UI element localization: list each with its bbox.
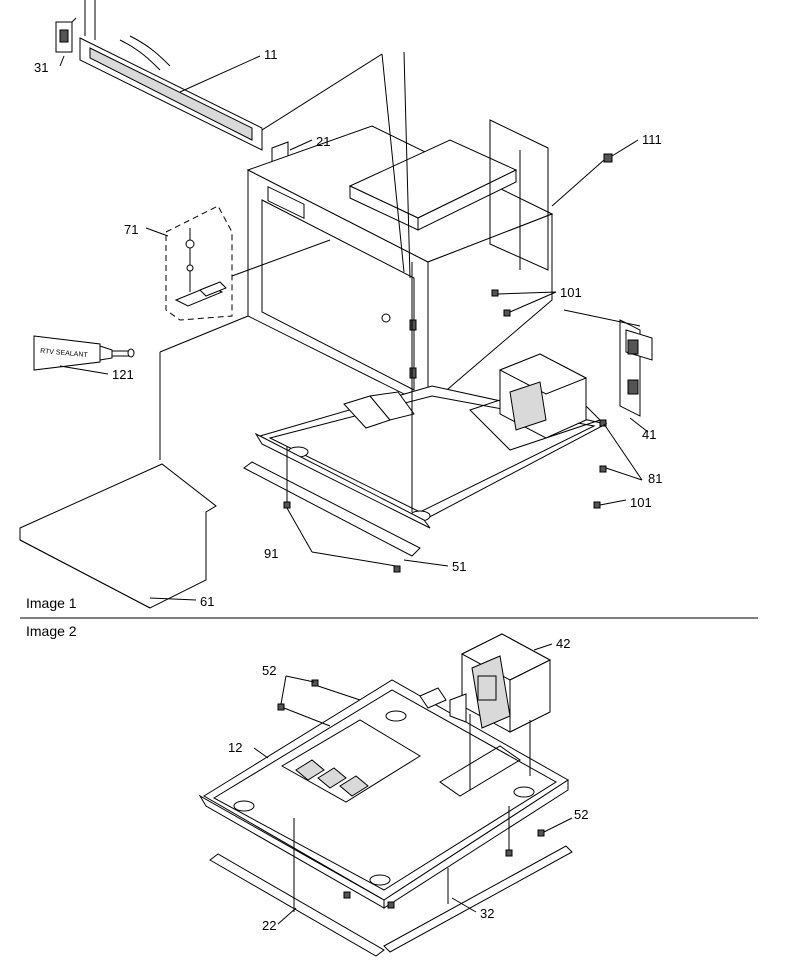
part-81-screw <box>599 465 607 473</box>
part-91-screw <box>283 501 291 509</box>
leader-91 <box>286 507 313 553</box>
part-32-side-strip <box>383 845 573 953</box>
leader-71 <box>145 227 169 237</box>
callout-12: 12 <box>228 740 243 755</box>
part-71-switch-assembly <box>165 205 233 321</box>
base-plate-assembly <box>254 353 608 529</box>
leader-61 <box>149 597 197 601</box>
part-51-front-strip <box>243 461 421 557</box>
part-121-sealant-tube <box>33 335 135 371</box>
guide-line <box>159 315 249 353</box>
guide-line <box>283 707 331 727</box>
leader-81 <box>605 467 643 481</box>
callout-81: 81 <box>648 471 663 486</box>
guide-line <box>261 53 383 131</box>
leader-121 <box>59 365 109 375</box>
callout-41: 41 <box>642 427 657 442</box>
callout-101-upper: 101 <box>560 285 582 300</box>
leader-32 <box>451 897 477 913</box>
guide-line <box>551 159 605 207</box>
leader-91 <box>311 551 397 567</box>
callout-111: 111 <box>642 132 662 147</box>
leader-21 <box>289 139 313 151</box>
part-12-base-plate <box>198 679 569 909</box>
part-31-bracket <box>55 17 77 53</box>
image-2-drawing <box>198 633 573 957</box>
part-41-interlock-bracket <box>619 319 653 417</box>
callout-71: 71 <box>124 222 139 237</box>
guide-line <box>403 51 411 279</box>
leader-41 <box>629 417 649 433</box>
callout-61: 61 <box>200 594 215 609</box>
leader-42 <box>533 643 553 651</box>
leader-22 <box>277 907 297 925</box>
callout-121: 121 <box>112 367 134 382</box>
leader-11 <box>179 55 261 93</box>
leader-52 <box>543 817 573 833</box>
leader-52 <box>285 675 315 683</box>
leader-101 <box>599 499 627 506</box>
part-52-screw <box>537 829 545 837</box>
callout-51: 51 <box>452 559 467 574</box>
part-52-screw <box>277 703 285 711</box>
leader-101 <box>497 291 557 295</box>
part-52-screw <box>311 679 319 687</box>
image-1-drawing <box>19 0 653 609</box>
image-2-title: Image 2 <box>26 623 77 639</box>
part-81-screw <box>599 419 607 427</box>
leader-111 <box>611 139 639 157</box>
leader-31 <box>59 55 65 67</box>
guide-line <box>563 309 641 327</box>
part-61-mat <box>19 463 217 609</box>
part-11-control-panel <box>79 0 263 151</box>
leader-52 <box>280 675 287 705</box>
callout-22: 22 <box>262 918 277 933</box>
image-1-title: Image 1 <box>26 595 77 611</box>
part-101-screw <box>593 501 601 509</box>
callout-42: 42 <box>556 636 571 651</box>
part-22-front-strip <box>209 853 385 957</box>
part-42-transformer <box>449 633 552 733</box>
guide-line <box>231 239 331 277</box>
callout-101-lower: 101 <box>630 495 652 510</box>
callout-52-lower: 52 <box>574 807 589 822</box>
leader-101 <box>509 291 557 313</box>
part-111-screw <box>603 153 613 163</box>
callout-31: 31 <box>34 60 49 75</box>
part-91-screw <box>393 565 401 573</box>
guide-line <box>381 53 405 273</box>
leader-51 <box>403 559 449 567</box>
callout-11: 11 <box>264 47 278 62</box>
guide-line <box>317 685 361 701</box>
part-101-screw <box>491 289 499 297</box>
callout-52-upper: 52 <box>262 663 277 678</box>
callout-21: 21 <box>316 134 331 149</box>
part-52-screw <box>505 849 513 857</box>
callout-91: 91 <box>264 546 279 561</box>
callout-32: 32 <box>480 906 495 921</box>
part-101-screw <box>503 309 511 317</box>
leader-12 <box>253 747 269 759</box>
fastener <box>343 891 351 899</box>
fastener <box>387 901 395 909</box>
leader-81 <box>603 423 643 481</box>
oven-cavity-assembly <box>246 119 554 408</box>
